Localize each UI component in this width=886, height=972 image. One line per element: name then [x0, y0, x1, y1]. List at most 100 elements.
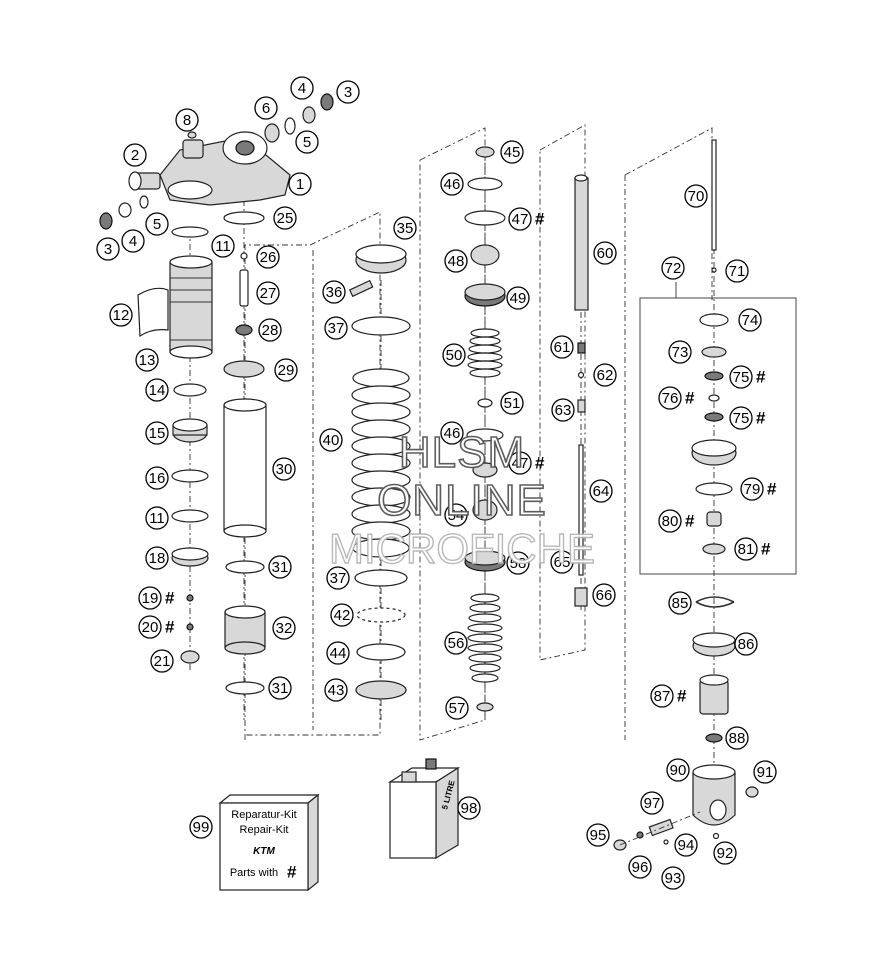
repair-kit-marker: # — [685, 512, 695, 531]
repair-kit-marker: # — [535, 210, 545, 229]
callout-3: 3 — [336, 80, 360, 104]
repair-kit-marker: # — [756, 368, 766, 387]
callout-circle — [753, 760, 777, 784]
callout-number: 16 — [149, 470, 166, 487]
callout-14: 14 — [145, 378, 169, 402]
callout-circle — [272, 616, 296, 640]
callout-number: 31 — [272, 680, 289, 697]
callout-circle — [393, 216, 417, 240]
callout-number: 37 — [328, 320, 345, 337]
callout-76: 76# — [658, 386, 695, 410]
callout-number: 5 — [303, 134, 311, 151]
callout-number: 66 — [596, 587, 613, 604]
callout-63: 63 — [551, 398, 575, 422]
callout-80: 80# — [658, 509, 695, 533]
callout-circle — [150, 649, 174, 673]
callout-circle — [668, 340, 692, 364]
callout-circle — [258, 318, 282, 342]
callout-65: 65 — [550, 550, 574, 574]
callout-circle — [666, 758, 690, 782]
callout-37: 37 — [324, 316, 348, 340]
callout-43: 43 — [324, 678, 348, 702]
callout-number: 35 — [397, 220, 414, 237]
callout-40: 40 — [319, 428, 343, 452]
callout-60: 60 — [593, 241, 617, 265]
right-column — [613, 139, 759, 851]
callout-number: 87 — [654, 688, 671, 705]
callout-8: 8 — [175, 108, 199, 132]
callout-circle — [508, 451, 532, 475]
callout-95: 95 — [586, 823, 610, 847]
callout-number: 57 — [449, 700, 466, 717]
callout-81: 81# — [734, 537, 771, 561]
callout-number: 29 — [278, 362, 295, 379]
callout-13: 13 — [135, 348, 159, 372]
callout-circle — [273, 206, 297, 230]
callout-number: 88 — [729, 730, 746, 747]
callout-number: 51 — [504, 395, 521, 412]
repair-kit-hash: # — [287, 863, 297, 882]
callout-number: 45 — [504, 144, 521, 161]
watermark: HLSM ONLINE MICROFICHE — [328, 427, 595, 573]
callout-circle — [109, 303, 133, 327]
callout-number: 19 — [142, 590, 159, 607]
callout-circle — [295, 130, 319, 154]
callout-5: 5 — [295, 130, 319, 154]
callout-number: 5 — [153, 216, 161, 233]
piston-stack — [464, 146, 506, 712]
callout-94: 94 — [674, 833, 698, 857]
callout-circle — [444, 503, 468, 527]
callout-circle — [650, 684, 674, 708]
callout-number: 15 — [149, 425, 166, 442]
callout-number: 47 — [512, 455, 529, 472]
repair-kit-box: Reparatur-Kit Repair-Kit KTM Parts with … — [218, 793, 320, 892]
callout-circle — [506, 551, 530, 575]
callout-circle — [740, 477, 764, 501]
callout-64: 64 — [589, 479, 613, 503]
callout-number: 71 — [729, 263, 746, 280]
repair-kit-marker: # — [535, 454, 545, 473]
repair-kit-marker: # — [165, 618, 175, 637]
callout-45: 45 — [500, 140, 524, 164]
callout-86: 86 — [734, 632, 758, 656]
callout-circle — [500, 391, 524, 415]
callout-number: 46 — [444, 425, 461, 442]
callout-circle — [725, 259, 749, 283]
callout-number: 47 — [512, 211, 529, 228]
spring-coils — [351, 368, 411, 558]
callout-16: 16 — [145, 466, 169, 490]
callout-circle — [734, 537, 758, 561]
callout-circle — [640, 791, 664, 815]
callout-number: 50 — [446, 347, 463, 364]
callout-circle — [586, 823, 610, 847]
callout-circle — [725, 726, 749, 750]
callout-number: 85 — [672, 595, 689, 612]
callout-number: 2 — [131, 147, 139, 164]
callout-circle — [145, 212, 169, 236]
callout-5: 5 — [145, 212, 169, 236]
callout-4: 4 — [290, 76, 314, 100]
callout-circle — [442, 343, 466, 367]
callout-circle — [123, 143, 147, 167]
callout-99: 99 — [189, 815, 213, 839]
callout-61: 61 — [550, 335, 574, 359]
callout-number: 81 — [738, 541, 755, 558]
callout-circle — [96, 237, 120, 261]
watermark-line1: HLSM — [399, 428, 525, 477]
callout-47: 47 # — [508, 451, 545, 475]
callout-number: 90 — [670, 762, 687, 779]
callout-96: 96 — [628, 855, 652, 879]
spring-column — [348, 244, 411, 700]
callout-number: 43 — [328, 682, 345, 699]
callout-number: 4 — [298, 80, 306, 97]
callout-75: 75# — [729, 365, 766, 389]
callout-circle — [268, 555, 292, 579]
watermark-line3: MICROFICHE — [329, 525, 595, 572]
callout-37: 37 — [326, 566, 350, 590]
callout-circle — [628, 855, 652, 879]
callout-circle — [444, 631, 468, 655]
repair-kit-line1: Reparatur-Kit — [231, 809, 296, 821]
callout-number: 92 — [717, 845, 734, 862]
callout-circle — [734, 632, 758, 656]
callout-number: 32 — [276, 620, 293, 637]
